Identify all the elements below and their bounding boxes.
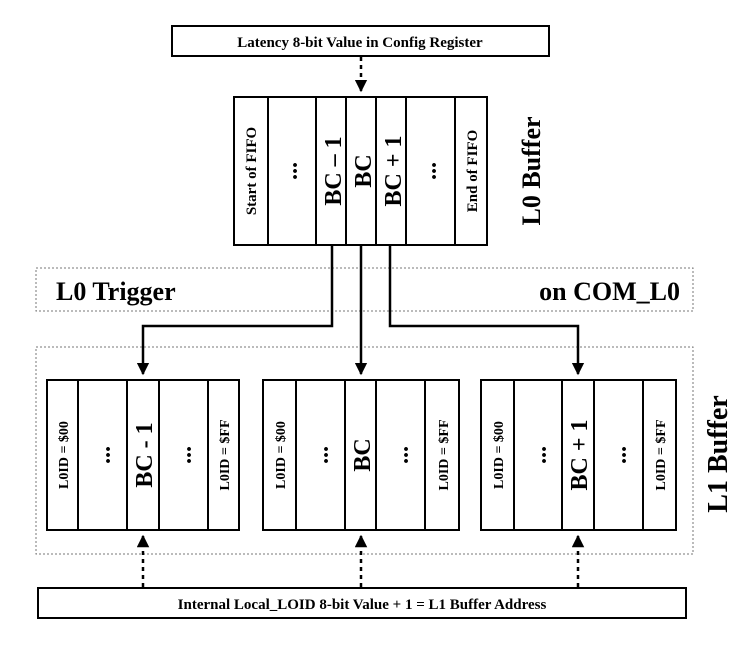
l1a-cell-ellipsis-right: ... — [171, 446, 197, 464]
l1c-cell-ellipsis-left: ... — [526, 446, 552, 464]
l1-buffer-bc: L0ID = $00 ... BC ... L0ID = $FF — [262, 379, 460, 531]
l1b-cell-bc: BC — [350, 438, 376, 471]
config-register-box: Latency 8-bit Value in Config Register — [171, 25, 550, 57]
l0-cell-ellipsis-right: ... — [416, 162, 442, 180]
l1b-cell-ellipsis-right: ... — [388, 446, 414, 464]
l0-cell-bc: BC — [351, 154, 377, 187]
l1c-cell-l0id-ff: L0ID = $FF — [654, 420, 669, 491]
l1-address-box: Internal Local_LOID 8-bit Value + 1 = L1… — [37, 587, 687, 619]
l1b-cell-ellipsis-left: ... — [308, 446, 334, 464]
l1c-cell-bc-plus-1: BC + 1 — [567, 419, 593, 490]
l1-buffer-bc-plus-1: L0ID = $00 ... BC + 1 ... L0ID = $FF — [480, 379, 677, 531]
arrow-to-l1-bc-minus-1 — [136, 245, 334, 376]
l1b-cell-l0id-ff: L0ID = $FF — [437, 420, 452, 491]
l1-buffer-bc-minus-1: L0ID = $00 ... BC - 1 ... L0ID = $FF — [46, 379, 240, 531]
arrow-to-l1-bc-plus-1 — [388, 245, 585, 376]
l0-cell-bc-minus-1: BC – 1 — [321, 136, 347, 205]
l0-buffer: Start of FIFO ... BC – 1 BC BC + 1 ... E… — [233, 96, 488, 246]
l0-trigger-label: L0 Trigger — [56, 277, 176, 306]
l1a-cell-l0id-00: L0ID = $00 — [57, 421, 72, 489]
l0-cell-ellipsis-left: ... — [277, 162, 303, 180]
l1b-cell-l0id-00: L0ID = $00 — [274, 421, 289, 489]
l1c-cell-l0id-00: L0ID = $00 — [492, 421, 507, 489]
config-register-label: Latency 8-bit Value in Config Register — [237, 35, 483, 51]
l1c-cell-ellipsis-right: ... — [606, 446, 632, 464]
l0-trigger-frame — [35, 267, 694, 312]
l1-buffer-frame — [35, 346, 694, 555]
l0-buffer-title: L0 Buffer — [517, 116, 546, 225]
l0-cell-end-of-fifo: End of FIFO — [465, 130, 481, 213]
l1a-cell-ellipsis-left: ... — [90, 446, 116, 464]
l0-cell-bc-plus-1: BC + 1 — [381, 135, 407, 206]
com-l0-label: on COM_L0 — [539, 277, 680, 306]
l1-buffer-title: L1 Buffer — [703, 395, 734, 512]
l1a-cell-l0id-ff: L0ID = $FF — [218, 420, 233, 491]
l1a-cell-bc-minus-1: BC - 1 — [132, 422, 158, 487]
l0-cell-start-of-fifo: Start of FIFO — [244, 127, 260, 215]
l1-address-label: Internal Local_LOID 8-bit Value + 1 = L1… — [178, 597, 547, 613]
